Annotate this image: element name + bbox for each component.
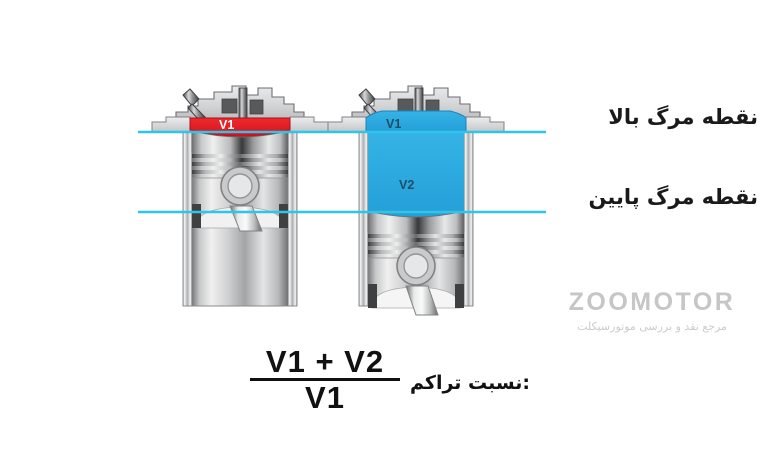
left-wrist-pin-inner	[227, 173, 253, 199]
left-bore-wall-left	[182, 131, 193, 307]
formula-label: :نسبت تراکم	[410, 371, 530, 394]
right-deck-flange-left	[327, 116, 367, 133]
watermark: ZOOMOTOR مرجع نقد و بررسی موتورسیکلت	[542, 288, 762, 333]
right-chamber-v2	[368, 132, 464, 217]
left-deck-flange-right	[289, 116, 329, 133]
right-bore-wall-right	[463, 131, 474, 307]
left-chamber-label-v1: V1	[219, 118, 234, 132]
left-valve-exhaust	[221, 87, 264, 119]
left-piston-crown	[191, 130, 289, 153]
right-deck-flange-right	[465, 116, 505, 133]
right-bore-wall-left	[358, 131, 369, 307]
right-connecting-rod	[405, 285, 439, 316]
fraction: V1 + V2 V1	[250, 344, 401, 415]
fraction-bar	[250, 378, 401, 381]
right-chamber-label-v2: V2	[399, 178, 414, 192]
fraction-denominator: V1	[305, 380, 345, 415]
right-piston-crown	[367, 210, 465, 233]
right-cylinder-group: V1 V2	[327, 85, 505, 316]
fraction-numerator: V1 + V2	[265, 344, 385, 379]
right-chamber-label-v1: V1	[386, 117, 401, 131]
label-top-dead-center: نقطه مرگ بالا	[608, 105, 758, 129]
right-chamber-v1	[365, 110, 467, 133]
left-deck-flange-left	[151, 116, 191, 133]
left-valve-intake	[182, 88, 206, 122]
left-cylinder-group: V1	[151, 85, 329, 307]
label-bottom-dead-center: نقطه مرگ پایین	[588, 185, 758, 209]
left-bore-wall-right	[287, 131, 298, 307]
compression-ratio-formula: V1 + V2 V1 :نسبت تراکم	[0, 345, 780, 414]
right-wrist-pin-inner	[403, 253, 429, 279]
watermark-brand-name: ZOOMOTOR	[568, 288, 736, 316]
watermark-subtitle: مرجع نقد و بررسی موتورسیکلت	[577, 320, 727, 333]
